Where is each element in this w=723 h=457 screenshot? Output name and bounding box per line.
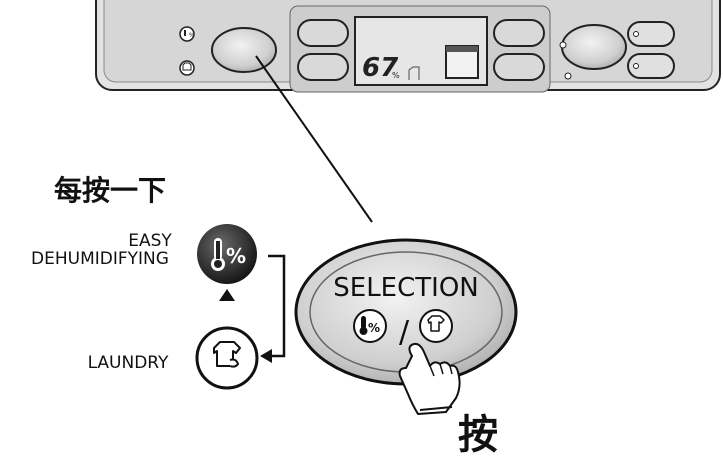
- selection-button-label: SELECTION: [333, 273, 478, 303]
- control-panel: % 67 %: [95, 0, 721, 93]
- selection-separator: /: [399, 315, 410, 350]
- panel-indicator-dot-left: [559, 41, 567, 49]
- panel-button-right-top[interactable]: [493, 19, 545, 47]
- mode-label-laundry: LAUNDRY: [88, 353, 169, 373]
- display-unit: %: [392, 71, 400, 80]
- mode-cycle-arrow-up: [219, 289, 235, 301]
- panel-indicator-dot-far-right-top: [633, 31, 639, 37]
- display-tank-icon: [408, 66, 420, 80]
- laundry-mode-icon: [195, 326, 259, 390]
- svg-text:%: %: [226, 244, 246, 268]
- easy-dehumidifying-mode-icon: %: [197, 224, 257, 284]
- laundry-indicator-icon: [179, 60, 195, 76]
- display-humidity: 67: [362, 53, 399, 83]
- panel-button-left-bottom[interactable]: [297, 53, 349, 81]
- each-press-label: 每按一下: [54, 174, 166, 207]
- easy-dehumidifying-indicator-icon: %: [179, 26, 195, 42]
- panel-selection-button[interactable]: [211, 27, 277, 73]
- panel-button-far-right-top[interactable]: [627, 21, 675, 47]
- selection-button-enlarged[interactable]: [294, 238, 518, 386]
- selection-easy-dehumidifying-icon: %: [353, 309, 387, 343]
- display-water-level-bar: [446, 46, 478, 52]
- selection-laundry-icon: [419, 309, 453, 343]
- mode-cycle-bracket: [268, 254, 286, 358]
- svg-text:%: %: [189, 32, 195, 39]
- mode-cycle-arrowhead-left: [260, 349, 272, 363]
- pressing-hand-icon: [398, 342, 461, 415]
- panel-indicator-dot-far-right-bottom: [633, 63, 639, 69]
- mode-label-dehumidifying: DEHUMIDIFYING: [31, 249, 169, 269]
- svg-text:%: %: [368, 321, 380, 335]
- callout-line: [255, 55, 373, 223]
- panel-button-right-bottom[interactable]: [493, 53, 545, 81]
- mode-label-easy: EASY: [128, 231, 172, 251]
- panel-right-large-button[interactable]: [561, 24, 627, 70]
- panel-button-far-right-bottom[interactable]: [627, 53, 675, 79]
- panel-indicator-dot-bottom: [564, 72, 572, 80]
- panel-button-left-top[interactable]: [297, 19, 349, 47]
- press-label: 按: [458, 412, 498, 457]
